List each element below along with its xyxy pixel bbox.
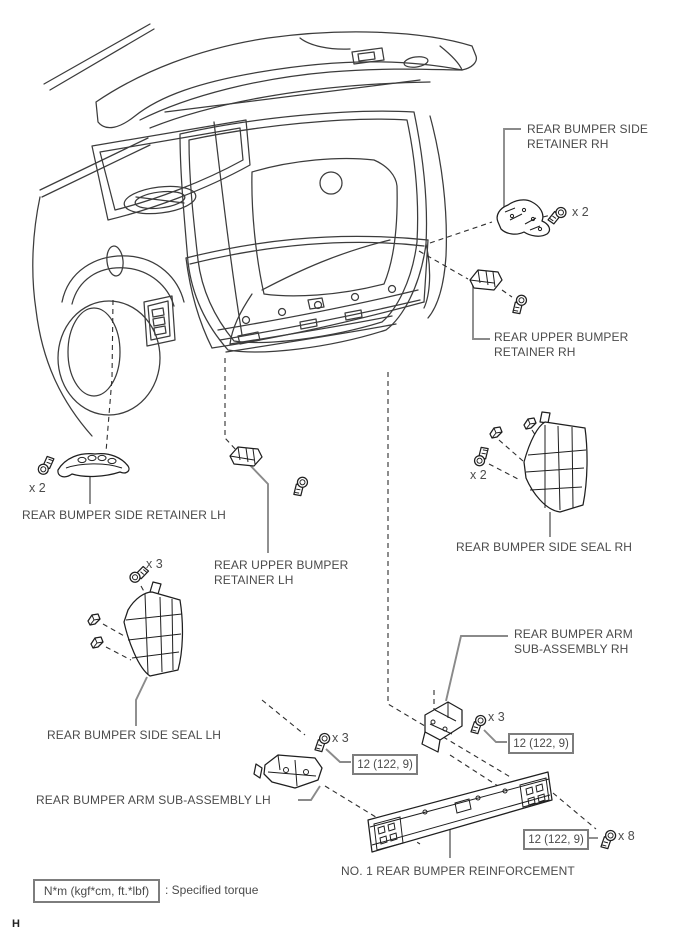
torque-spec-arm-rh: 12 (122, 9)	[508, 733, 574, 754]
qty-side-seal-lh: x 3	[146, 557, 163, 571]
part-rear-upper-bumper-retainer-rh	[469, 269, 503, 291]
part-rear-upper-bumper-retainer-lh	[229, 446, 263, 467]
qty-side-retainer-rh: x 2	[572, 205, 589, 219]
torque-spec-arm-lh: 12 (122, 9)	[352, 754, 418, 775]
label-upper-retainer-rh: REAR UPPER BUMPER RETAINER RH	[494, 330, 629, 359]
qty-arm-lh: x 3	[332, 731, 349, 745]
label-reinforcement: NO. 1 REAR BUMPER REINFORCEMENT	[341, 864, 575, 878]
label-arm-rh: REAR BUMPER ARM SUB-ASSEMBLY RH	[514, 627, 633, 656]
part-rear-bumper-arm-sub-assembly-lh	[253, 754, 323, 789]
part-rear-bumper-side-retainer-rh	[496, 199, 551, 237]
qty-arm-rh: x 3	[488, 710, 505, 724]
legend-torque-box: N*m (kgf*cm, ft.*lbf)	[33, 879, 160, 903]
label-side-retainer-rh: REAR BUMPER SIDE RETAINER RH	[527, 122, 648, 151]
qty-reinforcement: x 8	[618, 829, 635, 843]
part-rear-bumper-side-seal-lh	[123, 581, 184, 677]
torque-spec-reinforcement: 12 (122, 9)	[523, 829, 589, 850]
corner-marker: H	[12, 918, 20, 930]
legend-description: : Specified torque	[165, 883, 259, 897]
qty-side-seal-rh: x 2	[470, 468, 487, 482]
label-side-seal-lh: REAR BUMPER SIDE SEAL LH	[47, 728, 222, 742]
part-rear-bumper-arm-sub-assembly-rh	[421, 701, 463, 753]
part-rear-bumper-side-retainer-lh	[57, 452, 130, 478]
qty-side-retainer-lh: x 2	[29, 481, 46, 495]
label-side-seal-rh: REAR BUMPER SIDE SEAL RH	[456, 540, 632, 554]
label-side-retainer-lh: REAR BUMPER SIDE RETAINER LH	[22, 508, 226, 522]
label-upper-retainer-lh: REAR UPPER BUMPER RETAINER LH	[214, 558, 349, 587]
part-rear-bumper-side-seal-rh	[523, 411, 588, 513]
part-no1-rear-bumper-reinforcement	[367, 771, 553, 853]
vehicle-rear-illustration	[32, 23, 478, 437]
label-arm-lh: REAR BUMPER ARM SUB-ASSEMBLY LH	[36, 793, 271, 807]
